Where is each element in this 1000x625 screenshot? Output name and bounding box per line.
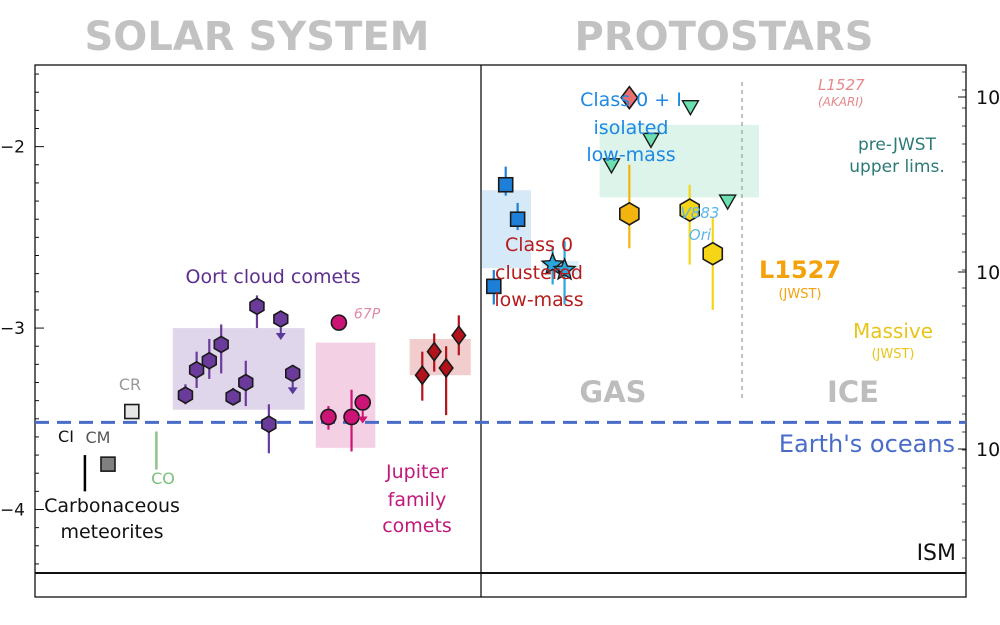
meteorite_cm-label: CM bbox=[86, 428, 111, 447]
class0_clustered-label: Class 0 bbox=[505, 234, 573, 256]
l1527_akari-sublabel: (AKARI) bbox=[818, 95, 864, 109]
oort-point bbox=[213, 335, 229, 354]
right-tick-label: 10 bbox=[976, 262, 1000, 284]
l1527_jwst-label: L1527 bbox=[759, 256, 841, 284]
class01_isolated-label: low-mass bbox=[586, 144, 675, 166]
massive-sublabel: (JWST) bbox=[871, 347, 914, 362]
prejwst_ul-range-box bbox=[599, 124, 759, 198]
oort-point bbox=[273, 310, 289, 328]
meteorite_cr-point bbox=[124, 403, 140, 420]
class0_clustered-label: low-mass bbox=[494, 289, 583, 311]
header-protostars: PROTOSTARS bbox=[575, 14, 874, 60]
l1527_jwst-sublabel: (JWST) bbox=[778, 287, 821, 302]
jfc-point bbox=[343, 408, 360, 426]
prejwst_ul-point bbox=[641, 132, 661, 149]
oort-point bbox=[177, 386, 194, 405]
class01_isolated-point bbox=[509, 211, 526, 228]
jfc-point bbox=[320, 408, 337, 426]
v883-point bbox=[540, 251, 565, 276]
jfc-point bbox=[330, 314, 348, 331]
right-tick-label: 10 bbox=[976, 439, 1000, 461]
y-tick-label: −2 bbox=[0, 138, 25, 158]
earth-oceans-label: Earth's oceans bbox=[779, 430, 955, 458]
prejwst_ul-label: pre-JWST bbox=[858, 135, 937, 155]
l1527_jwst-point bbox=[618, 201, 640, 226]
oort-point bbox=[188, 360, 205, 379]
oort-point-upper-limit-arrow bbox=[287, 387, 298, 395]
ism-label: ISM bbox=[917, 541, 956, 566]
jfc-point bbox=[354, 394, 372, 411]
jfc-label: comets bbox=[382, 515, 452, 537]
meteorites-caption: Carbonaceous bbox=[44, 495, 180, 517]
class0_clustered-point bbox=[451, 324, 467, 346]
region-ice-label: ICE bbox=[827, 375, 879, 409]
oort-point bbox=[261, 415, 277, 434]
oort-point bbox=[249, 297, 265, 316]
class01_isolated-point bbox=[497, 176, 514, 193]
oort-point bbox=[238, 373, 254, 392]
v883-label: Ori bbox=[689, 226, 712, 244]
meteorite_cr-label: CR bbox=[119, 375, 141, 394]
meteorite_cm-point bbox=[100, 456, 116, 472]
jfc-label: family bbox=[388, 489, 447, 511]
massive-label: Massive bbox=[853, 319, 933, 343]
prejwst_ul-point bbox=[602, 158, 621, 175]
oort-point-upper-limit-arrow bbox=[275, 333, 286, 340]
jfc-label: Jupiter bbox=[385, 461, 448, 483]
class0_clustered-point bbox=[426, 341, 442, 362]
right-tick-label: 10 bbox=[976, 87, 1000, 109]
prejwst_ul-point bbox=[718, 194, 737, 211]
class0_clustered-point bbox=[414, 364, 431, 386]
region-gas-label: GAS bbox=[579, 375, 646, 409]
oort-point bbox=[225, 388, 241, 406]
l1527_akari-point bbox=[620, 85, 639, 110]
class0_clustered-point bbox=[438, 357, 454, 379]
class01_isolated-range-box bbox=[481, 190, 532, 269]
prejwst_ul-point bbox=[681, 100, 700, 117]
header-solar-system: SOLAR SYSTEM bbox=[85, 14, 430, 60]
y-tick-label: −4 bbox=[0, 501, 25, 521]
class01_isolated-label: Class 0 + I bbox=[580, 89, 682, 111]
class01_isolated-point bbox=[485, 278, 502, 295]
massive-point bbox=[679, 198, 701, 223]
meteorite_co-label: CO bbox=[151, 469, 175, 488]
meteorites-caption: meteorites bbox=[60, 521, 163, 543]
oort-point bbox=[284, 364, 301, 383]
jfc-point-upper-limit-arrow bbox=[357, 416, 368, 424]
v883-label: V883 bbox=[681, 204, 720, 222]
plot-frame bbox=[34, 64, 967, 598]
class0_clustered-label: clustered bbox=[495, 262, 583, 284]
oort-point bbox=[201, 351, 217, 370]
v883-point bbox=[552, 257, 577, 281]
class01_isolated-label: isolated bbox=[594, 117, 669, 139]
y-tick-label: −3 bbox=[0, 319, 25, 339]
jfc-annotation: 67P bbox=[354, 307, 381, 323]
l1527_akari-label: L1527 bbox=[818, 76, 865, 94]
meteorite_ci-label: CI bbox=[58, 427, 74, 446]
massive-point bbox=[702, 241, 724, 266]
prejwst_ul-label: upper lims. bbox=[849, 157, 944, 177]
oort-label: Oort cloud comets bbox=[186, 266, 361, 288]
